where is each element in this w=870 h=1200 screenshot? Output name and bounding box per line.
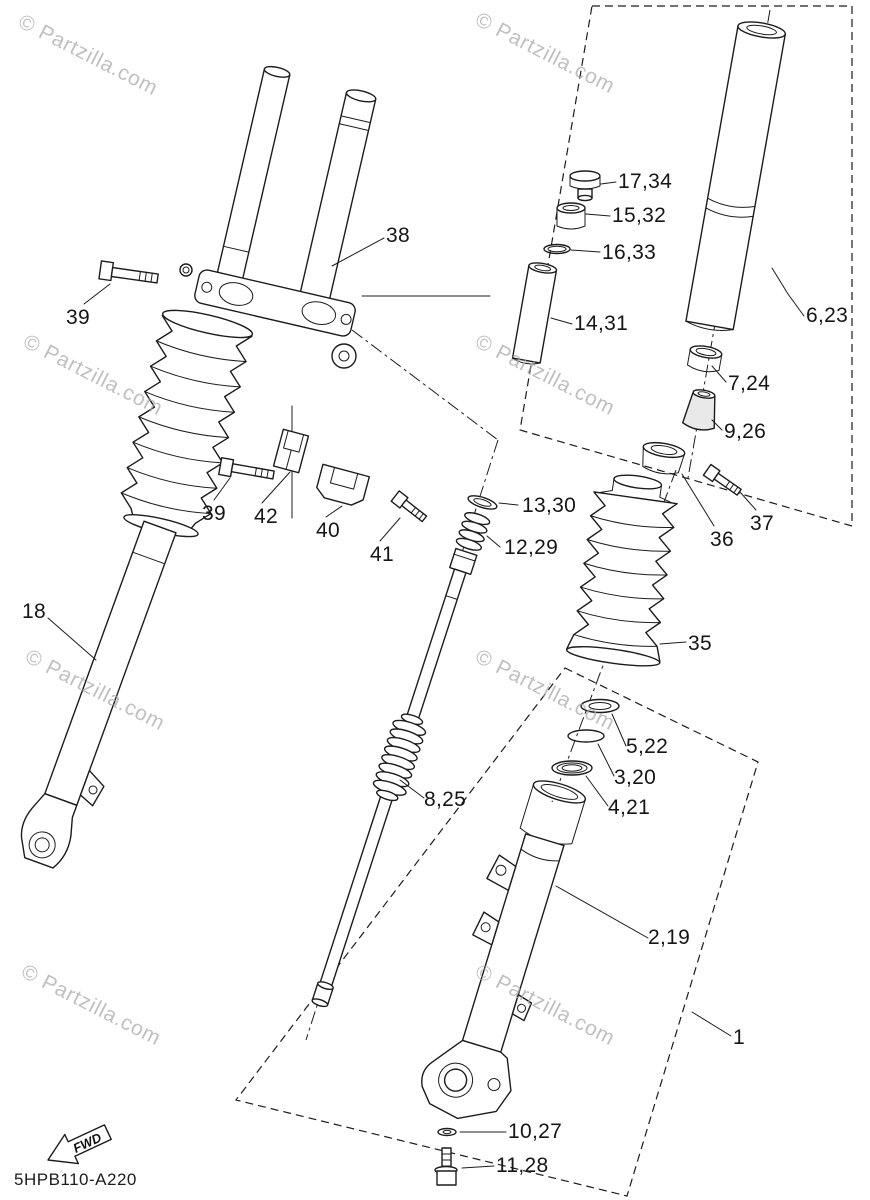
part-label: 12,29: [504, 536, 559, 559]
part-label: 41: [370, 543, 394, 566]
dashed-boundary-upper: [519, 5, 853, 527]
part-label: 17,34: [618, 170, 673, 193]
pinch-bolt-upper: [98, 260, 193, 284]
snap-ring: [567, 729, 605, 743]
o-ring: [543, 243, 571, 255]
clamp-piece-40: [316, 463, 371, 506]
part-label: 14,31: [574, 312, 629, 335]
dashed-boundary-lower: [234, 667, 759, 1197]
oil-seal: [551, 760, 593, 776]
part-label: 13,30: [522, 494, 577, 517]
upper-fork-tube-right: [292, 89, 377, 332]
part-label: 5,22: [626, 735, 669, 758]
part-label: 7,24: [728, 372, 771, 395]
part-label: 39: [66, 306, 90, 329]
cap-spacer: [556, 202, 586, 230]
drain-bolt: [434, 1147, 458, 1186]
fork-cap: [569, 170, 601, 202]
part-label: 8,25: [424, 788, 467, 811]
oil-lock-piece: [642, 441, 686, 475]
part-label: 10,27: [508, 1120, 563, 1143]
part-label: 37: [750, 512, 774, 535]
part-label: 2,19: [648, 926, 691, 949]
part-label: 11,28: [496, 1154, 549, 1177]
part-label: 35: [688, 632, 712, 655]
part-label: 4,21: [608, 796, 651, 819]
part-label: 18: [22, 600, 46, 623]
pinch-bolt-lower: [218, 457, 275, 480]
upper-fork-tube-left: [212, 65, 291, 296]
outer-fork-tube: [421, 780, 587, 1120]
leader-lines: [47, 181, 805, 1169]
left-fork-boot: [120, 309, 254, 538]
part-label: 16,33: [602, 241, 657, 264]
slide-bushing: [686, 345, 723, 373]
part-label: 15,32: [612, 204, 667, 227]
part-label: 40: [316, 519, 340, 542]
part-label: 1: [733, 1026, 745, 1049]
screw-37: [702, 463, 742, 496]
inner-fork-tube: [685, 21, 787, 331]
part-label: 38: [386, 224, 410, 247]
clamp-piece-42: [272, 428, 310, 474]
damper-rod-assembly: [311, 495, 498, 1008]
spacer-tube: [511, 262, 558, 365]
screw-41: [390, 490, 428, 523]
left-lower-leg: [20, 520, 177, 869]
axle-washer: [437, 1127, 457, 1137]
triple-clamp: [194, 269, 357, 369]
part-label: 36: [710, 528, 734, 551]
fwd-arrow: FWD: [47, 1124, 112, 1165]
seal-washer: [580, 698, 620, 714]
diagram-code: 5HPB110-A220: [14, 1170, 137, 1189]
part-label: 9,26: [724, 420, 767, 443]
right-fork-boot: [565, 474, 678, 667]
part-label: 42: [254, 505, 278, 528]
part-label: 39: [202, 502, 226, 525]
taper-spindle: [681, 389, 716, 431]
part-label: 3,20: [614, 766, 657, 789]
part-label: 6,23: [806, 304, 849, 327]
